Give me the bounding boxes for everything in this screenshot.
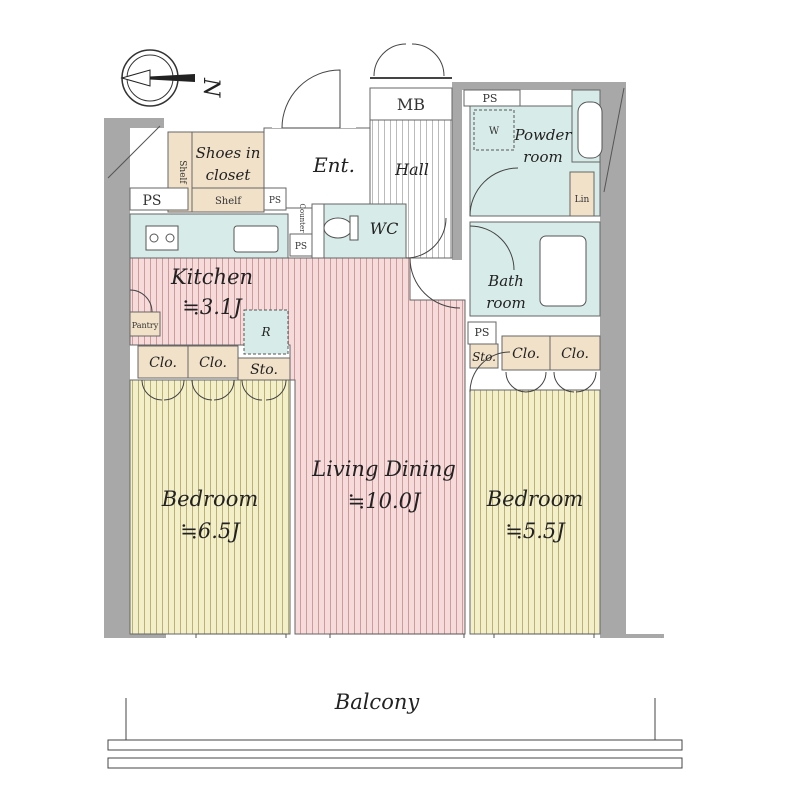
pantry-door-swing [129,289,153,313]
pantry-label: Pantry [132,321,159,330]
wc-label: WC [370,219,399,238]
hall-label: Hall [394,160,429,179]
bedroom-right-floor [469,389,601,635]
closet-c [501,335,551,371]
closet-b-label: Clo. [199,355,227,371]
living-kitchen-floor [129,257,466,635]
entrance-label: Ent. [312,153,355,177]
bedroom-left-label: Bedroom [161,487,259,511]
wall-north-east [462,82,612,90]
living-door-swing [409,257,461,309]
ps-small-1-box [263,187,287,211]
bedroom-left-size: ≒6.5J [180,519,241,543]
closet-doors-left [141,379,287,401]
ps-left-box [129,187,189,211]
ps-left-label: PS [142,193,161,209]
compass-needle-icon [122,74,195,82]
bedroom-right-label: Bedroom [486,487,584,511]
bedroom-right-size: ≒5.5J [505,519,566,543]
linen-closet [569,171,595,217]
balcony-label: Balcony [334,690,421,714]
column-diagonal [107,125,161,179]
shelf-horizontal-label: Shelf [215,196,242,207]
powder-label-1: Powder [513,126,572,144]
shoes-label-2: closet [206,166,252,184]
closet-a [137,345,189,379]
toilet-tank-icon [349,215,359,241]
basin-icon [577,101,603,159]
closet-d-label: Clo. [561,346,589,362]
closet-d [549,335,601,371]
bedroom-right-door-swing [469,351,511,393]
mb-door-swing [373,43,445,77]
bath-door-swing [469,225,515,271]
living-size: ≒10.0J [348,489,422,513]
north-label: N [198,77,223,98]
shelf-horizontal [191,187,265,213]
sink-icon [233,225,279,253]
pantry-box [129,311,161,337]
washer-label: W [489,126,500,137]
closet-a-label: Clo. [149,355,177,371]
kitchen-size: ≒3.1J [182,295,243,319]
toilet-icon [323,217,353,239]
column-diagonal [603,87,625,193]
closet-c-label: Clo. [512,346,540,362]
closet-doors-right [505,371,597,393]
balcony-rail [107,757,683,769]
bath-label-2: room [486,294,525,312]
kitchen-label: Kitchen [170,265,253,289]
refrigerator-icon [243,309,289,355]
bath-label-1: Bath [487,272,524,290]
compass-tail-icon [120,69,151,87]
counter-label: Counter [298,204,306,234]
storage-left-label: Sto. [250,362,278,378]
bedroom-left-floor [129,379,291,635]
compass: N [120,49,223,107]
mb-label: MB [397,95,425,114]
living-label: Living Dining [311,457,456,481]
wall-core [452,82,462,260]
front-door-swing [281,69,341,129]
ps-small-1-label: PS [269,196,281,206]
wall-north-west [104,118,164,128]
wall-west [104,118,130,638]
storage-left [237,357,291,381]
mb-room [369,87,453,121]
washer-icon [473,109,515,151]
ps-small-2-label: PS [295,242,307,252]
shelf-vertical-label: Shelf [177,160,187,184]
burner-icon [165,233,175,243]
wc-counter [311,203,325,259]
storage-right-label: Sto. [472,350,496,364]
balcony-rail [107,739,683,751]
closet-b [187,345,239,379]
front-door-zone [272,80,356,128]
ps-right-label: PS [475,326,490,339]
powder-door-swing [469,167,519,217]
stove-icon [145,225,179,251]
shoes-label-1: Shoes in [196,144,261,162]
wc-door-swing [405,217,447,259]
bathtub-icon [539,235,587,307]
ps-top-label: PS [483,92,498,105]
linen-label: Lin [575,195,590,205]
burner-icon [149,233,159,243]
wall-east [600,118,626,638]
powder-label-2: room [523,148,562,166]
refrigerator-label: R [260,325,270,339]
balcony-floor [104,638,664,698]
